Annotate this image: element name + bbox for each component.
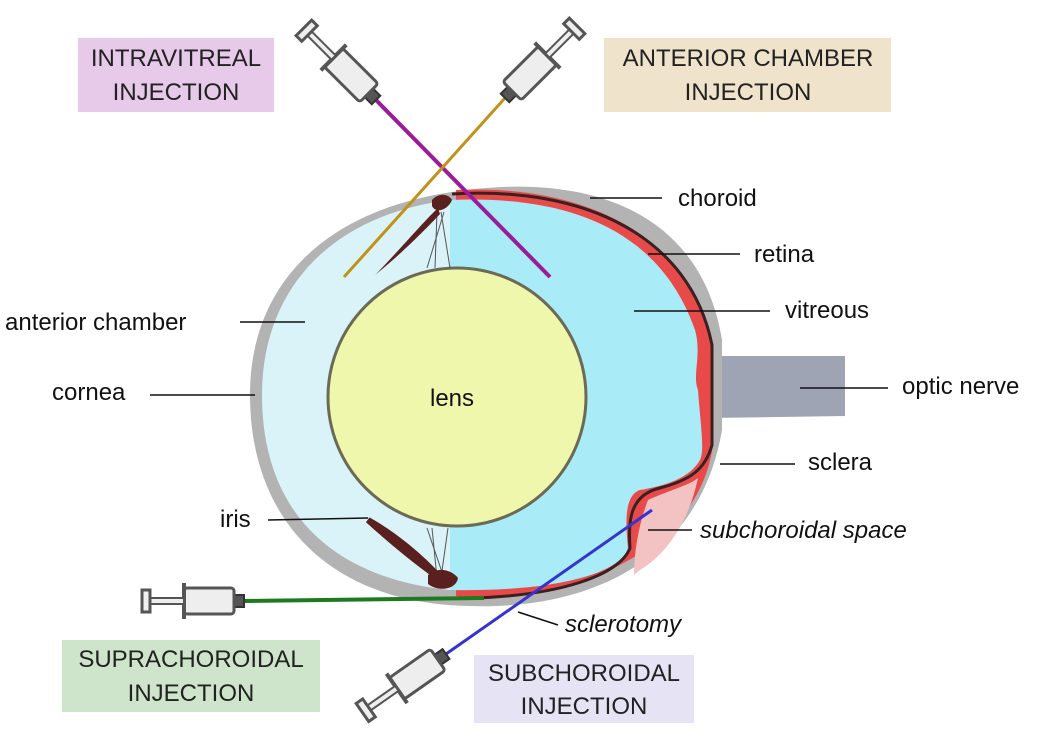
anterior-chamber-needle <box>342 96 507 279</box>
sclerotomy-leader <box>517 611 559 626</box>
suprachoroidal-injection-label-line1: SUPRACHOROIDAL <box>78 646 303 673</box>
suprachoroidal-needle <box>243 596 485 603</box>
anterior-chamber-syringe <box>499 15 588 104</box>
iris-label: iris <box>220 506 251 533</box>
iris-upper <box>375 208 440 275</box>
intravitreal-needle <box>374 98 552 279</box>
suprachoroidal-syringe <box>140 583 245 619</box>
choroid-line <box>451 191 714 600</box>
intravitreal-injection-label-line1: INTRAVITREAL <box>91 45 261 72</box>
choroid-label: choroid <box>678 185 757 212</box>
iris-leader <box>267 517 369 521</box>
optic-nerve-label: optic nerve <box>902 373 1019 400</box>
ciliary-body-lower <box>428 569 458 589</box>
vitreous-label: vitreous <box>785 297 869 324</box>
suprachoroidal-injection-box <box>62 640 320 712</box>
intravitreal-injection-box <box>78 38 274 112</box>
subchoroidal-injection-label-line2: INJECTION <box>521 693 648 720</box>
subchoroidal-injection-label-line1: SUBCHOROIDAL <box>488 660 680 687</box>
subchoroidal-syringe <box>354 647 451 724</box>
anterior-chamber-injection-box <box>604 38 891 112</box>
lens <box>326 266 588 528</box>
intravitreal-syringe <box>293 17 382 106</box>
subchoroidal-injection-box <box>474 655 694 723</box>
ciliary-body-upper <box>432 194 452 211</box>
anterior-chamber-injection-label-line2: INJECTION <box>685 79 812 106</box>
anterior-chamber-label: anterior chamber <box>5 309 186 336</box>
sclerotomy-label: sclerotomy <box>565 611 683 638</box>
intravitreal-injection-label-line2: INJECTION <box>113 79 240 106</box>
suprachoroidal-injection-label-line2: INJECTION <box>128 680 255 707</box>
lens-label: lens <box>430 385 474 412</box>
cornea-label: cornea <box>52 379 126 406</box>
subchoroidal-needle <box>445 508 653 656</box>
optic-nerve <box>708 356 845 418</box>
sclera-label: sclera <box>808 449 873 476</box>
subchoroidal-space <box>634 478 698 575</box>
subchoroidal-space-label: subchoroidal space <box>700 517 907 544</box>
anterior-chamber-injection-label-line1: ANTERIOR CHAMBER <box>623 45 874 72</box>
retina-label: retina <box>754 241 815 268</box>
